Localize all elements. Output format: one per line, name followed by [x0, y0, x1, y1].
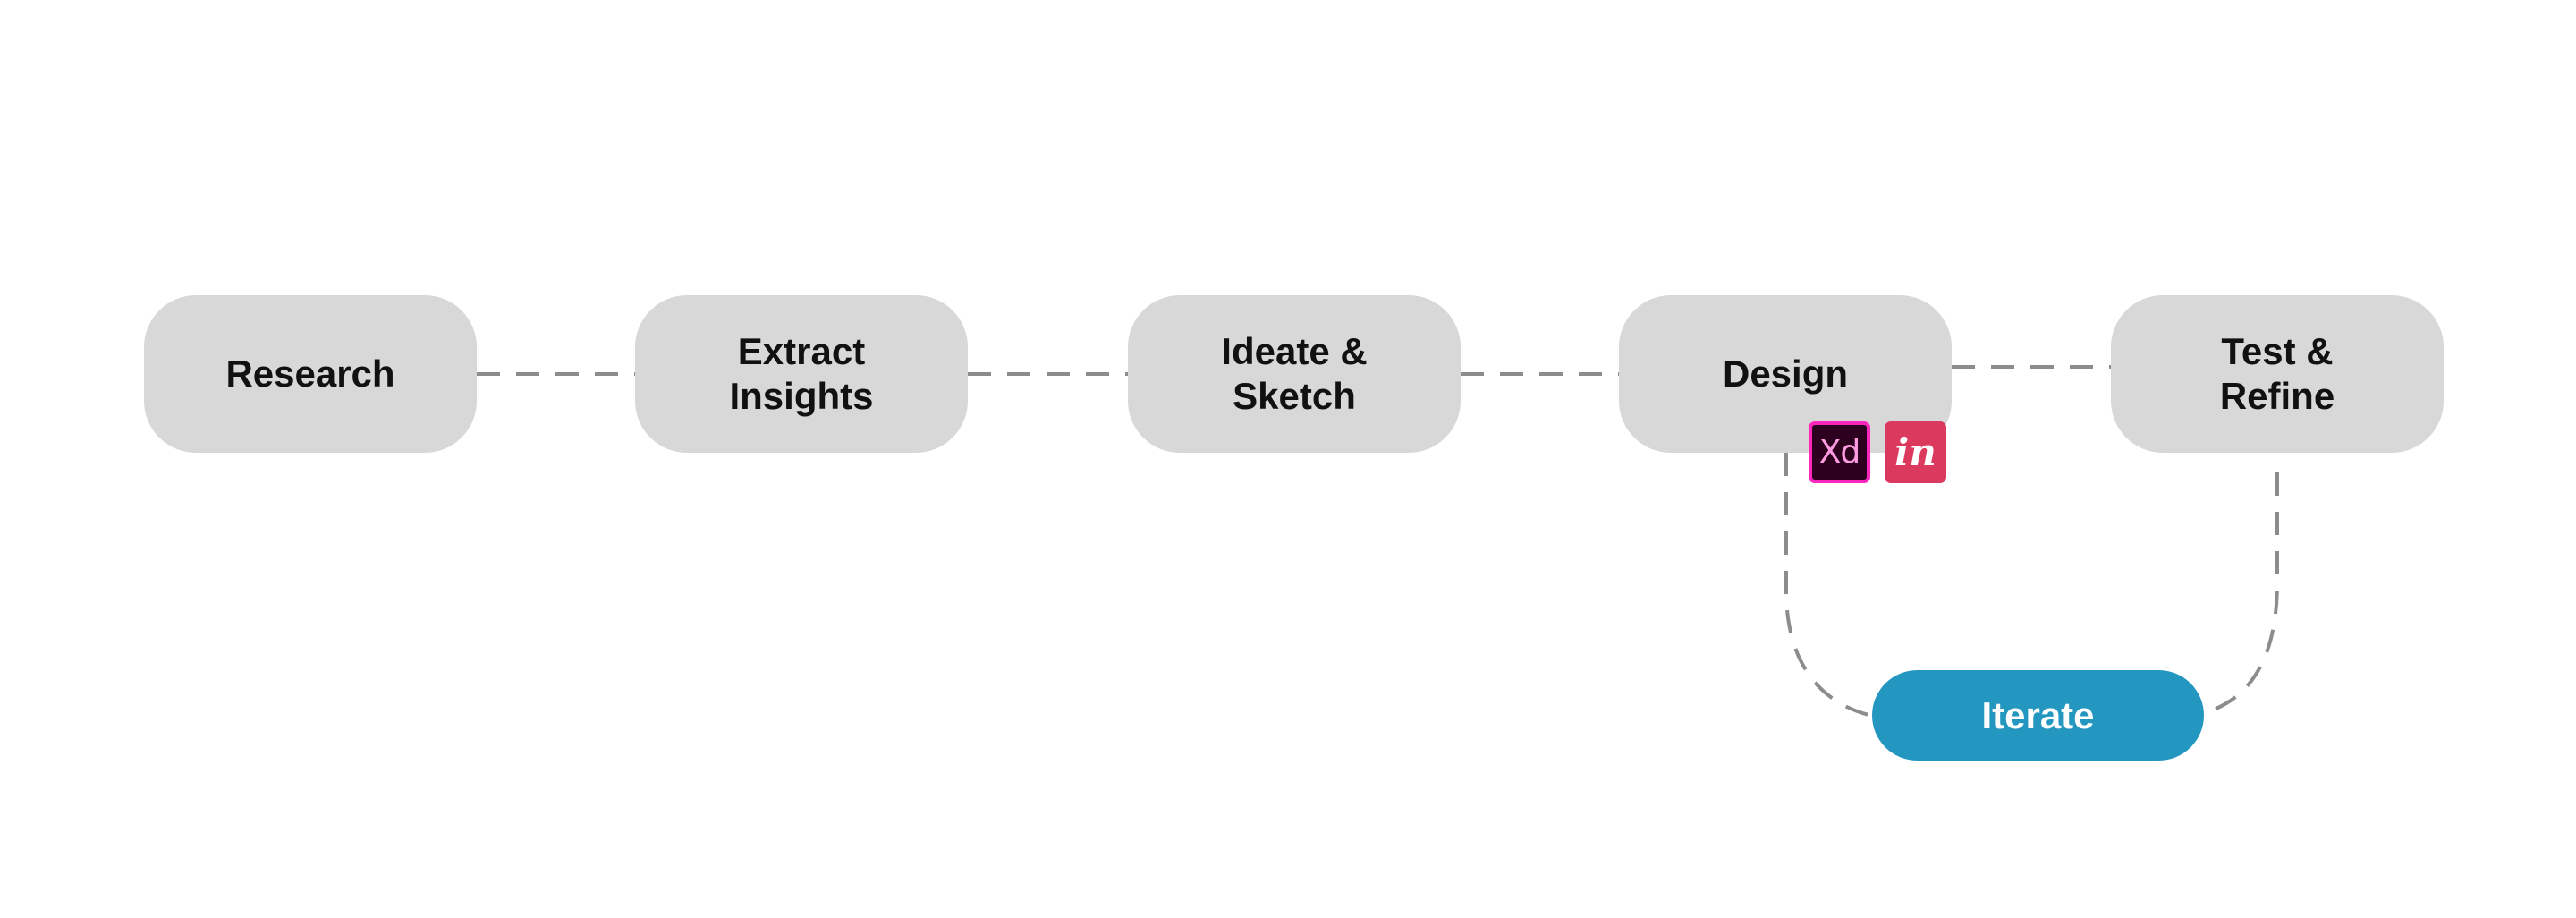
loop-connector-test-iterate: [2203, 472, 2279, 715]
step-research: Research: [144, 295, 477, 453]
step-label: Design: [1722, 353, 1849, 395]
loop-connector-design-iterate: [1784, 453, 1873, 718]
iterate-label: Iterate: [1981, 693, 2095, 736]
step-label: Test & Refine: [2219, 330, 2335, 417]
adobe-xd-icon: Xd: [1809, 421, 1870, 483]
step-label: Ideate & Sketch: [1221, 330, 1368, 417]
step-extract-insights: Extract Insights: [635, 295, 968, 453]
step-test-refine: Test & Refine: [2111, 295, 2444, 453]
invision-icon-label: in: [1894, 430, 1936, 474]
step-label: Research: [225, 353, 395, 395]
step-label: Extract Insights: [729, 330, 874, 417]
step-ideate-sketch: Ideate & Sketch: [1128, 295, 1461, 453]
xd-icon-label: Xd: [1818, 434, 1861, 471]
iterate-node: Iterate: [1872, 670, 2204, 761]
invision-icon: in: [1885, 421, 1946, 483]
